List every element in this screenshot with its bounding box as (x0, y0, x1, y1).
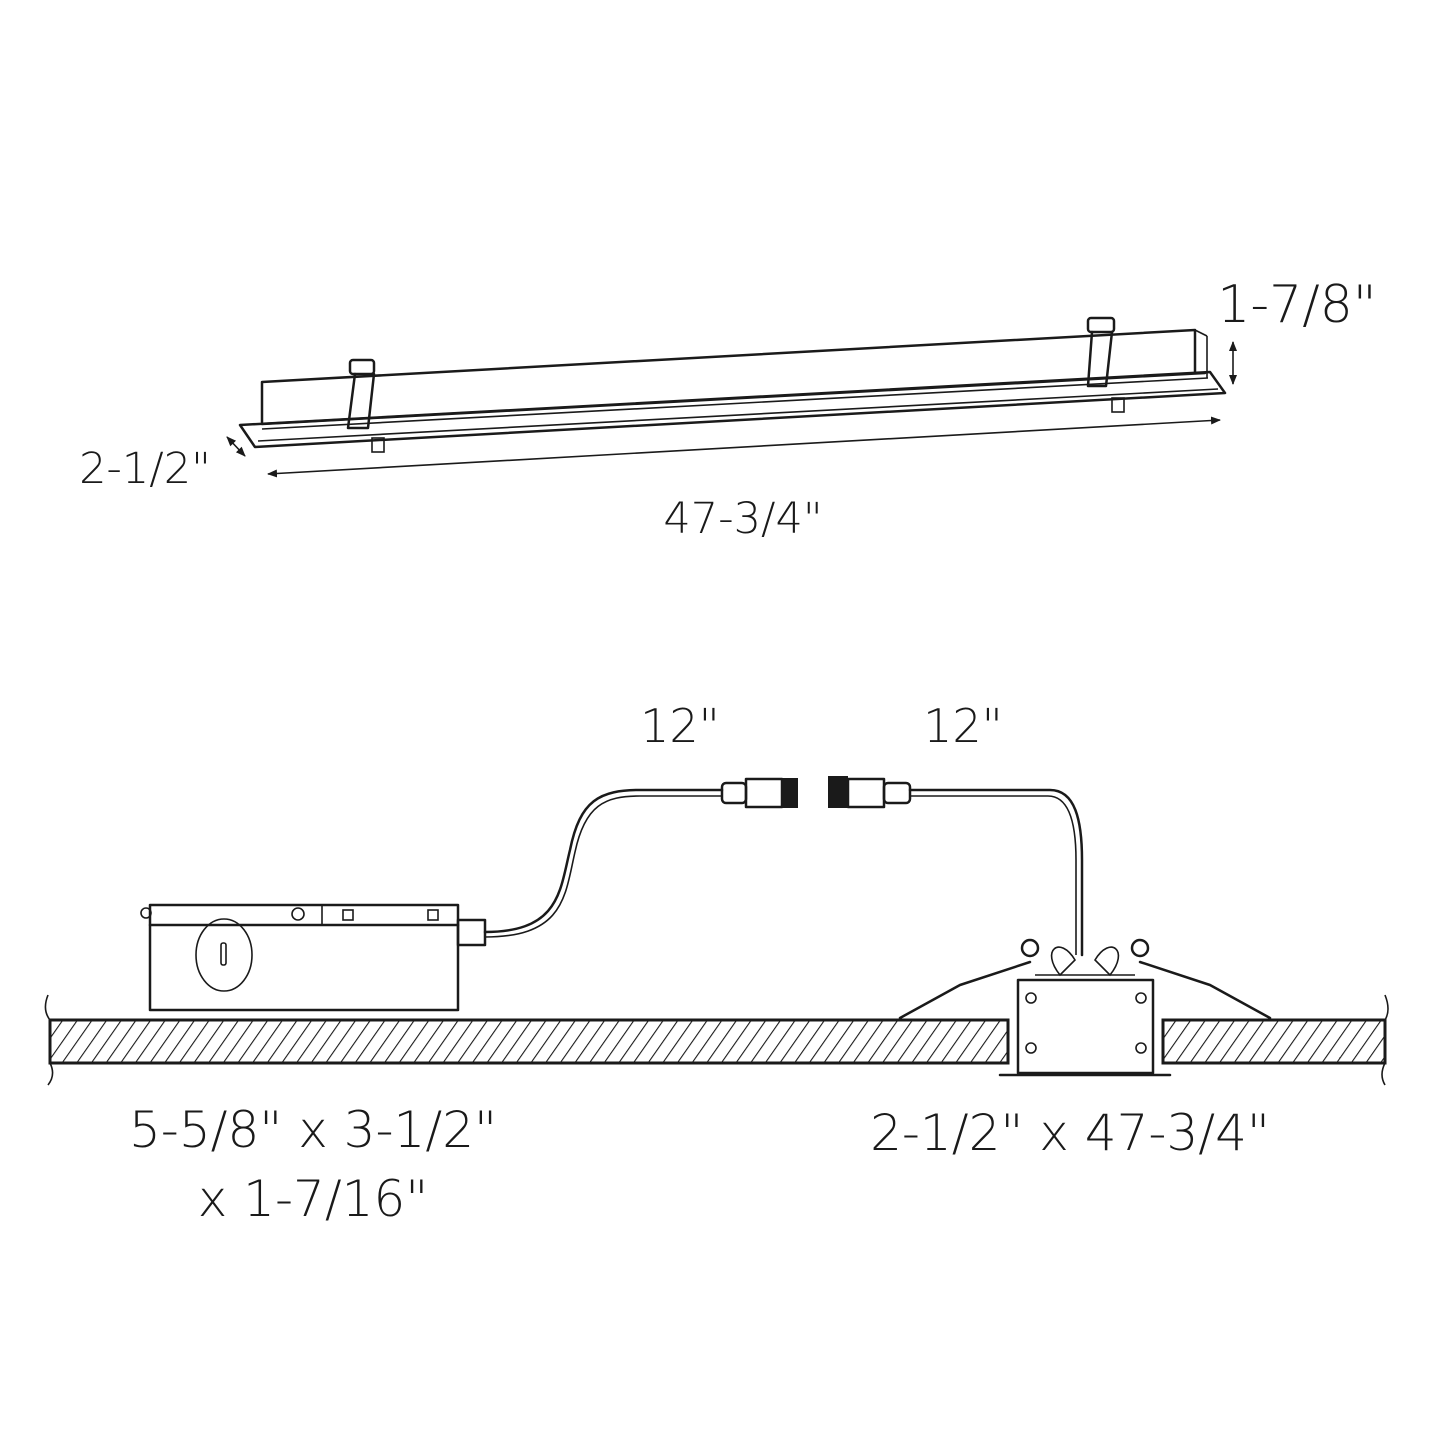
linear-fixture-illustration (238, 316, 1227, 453)
cutout-dimensions-label: 2-1/2" x 47-3/4" (870, 1104, 1270, 1162)
ceiling-section (44, 994, 1389, 1086)
driver-dimensions-line2: x 1-7/16" (198, 1170, 429, 1228)
width-label: 2-1/2" (79, 444, 211, 494)
connector-male (720, 777, 798, 809)
fixture-housing-section (898, 938, 1272, 1077)
driver-box (140, 903, 487, 1012)
lead-wire-left (483, 788, 724, 938)
mounting-clip-left (346, 358, 385, 453)
mounting-clip-right (1086, 316, 1125, 413)
right-lead-length-label: 12" (923, 699, 1003, 753)
driver-dimensions-line1: 5-5/8" x 3-1/2" (129, 1101, 497, 1159)
width-dimension-arrow (226, 436, 246, 457)
length-dimension-arrow (267, 416, 1221, 478)
height-label: 1-7/8" (1217, 275, 1376, 335)
connector-female (828, 776, 912, 809)
length-label: 47-3/4" (663, 494, 822, 544)
left-lead-length-label: 12" (640, 699, 720, 753)
lead-wire-right (908, 788, 1084, 957)
